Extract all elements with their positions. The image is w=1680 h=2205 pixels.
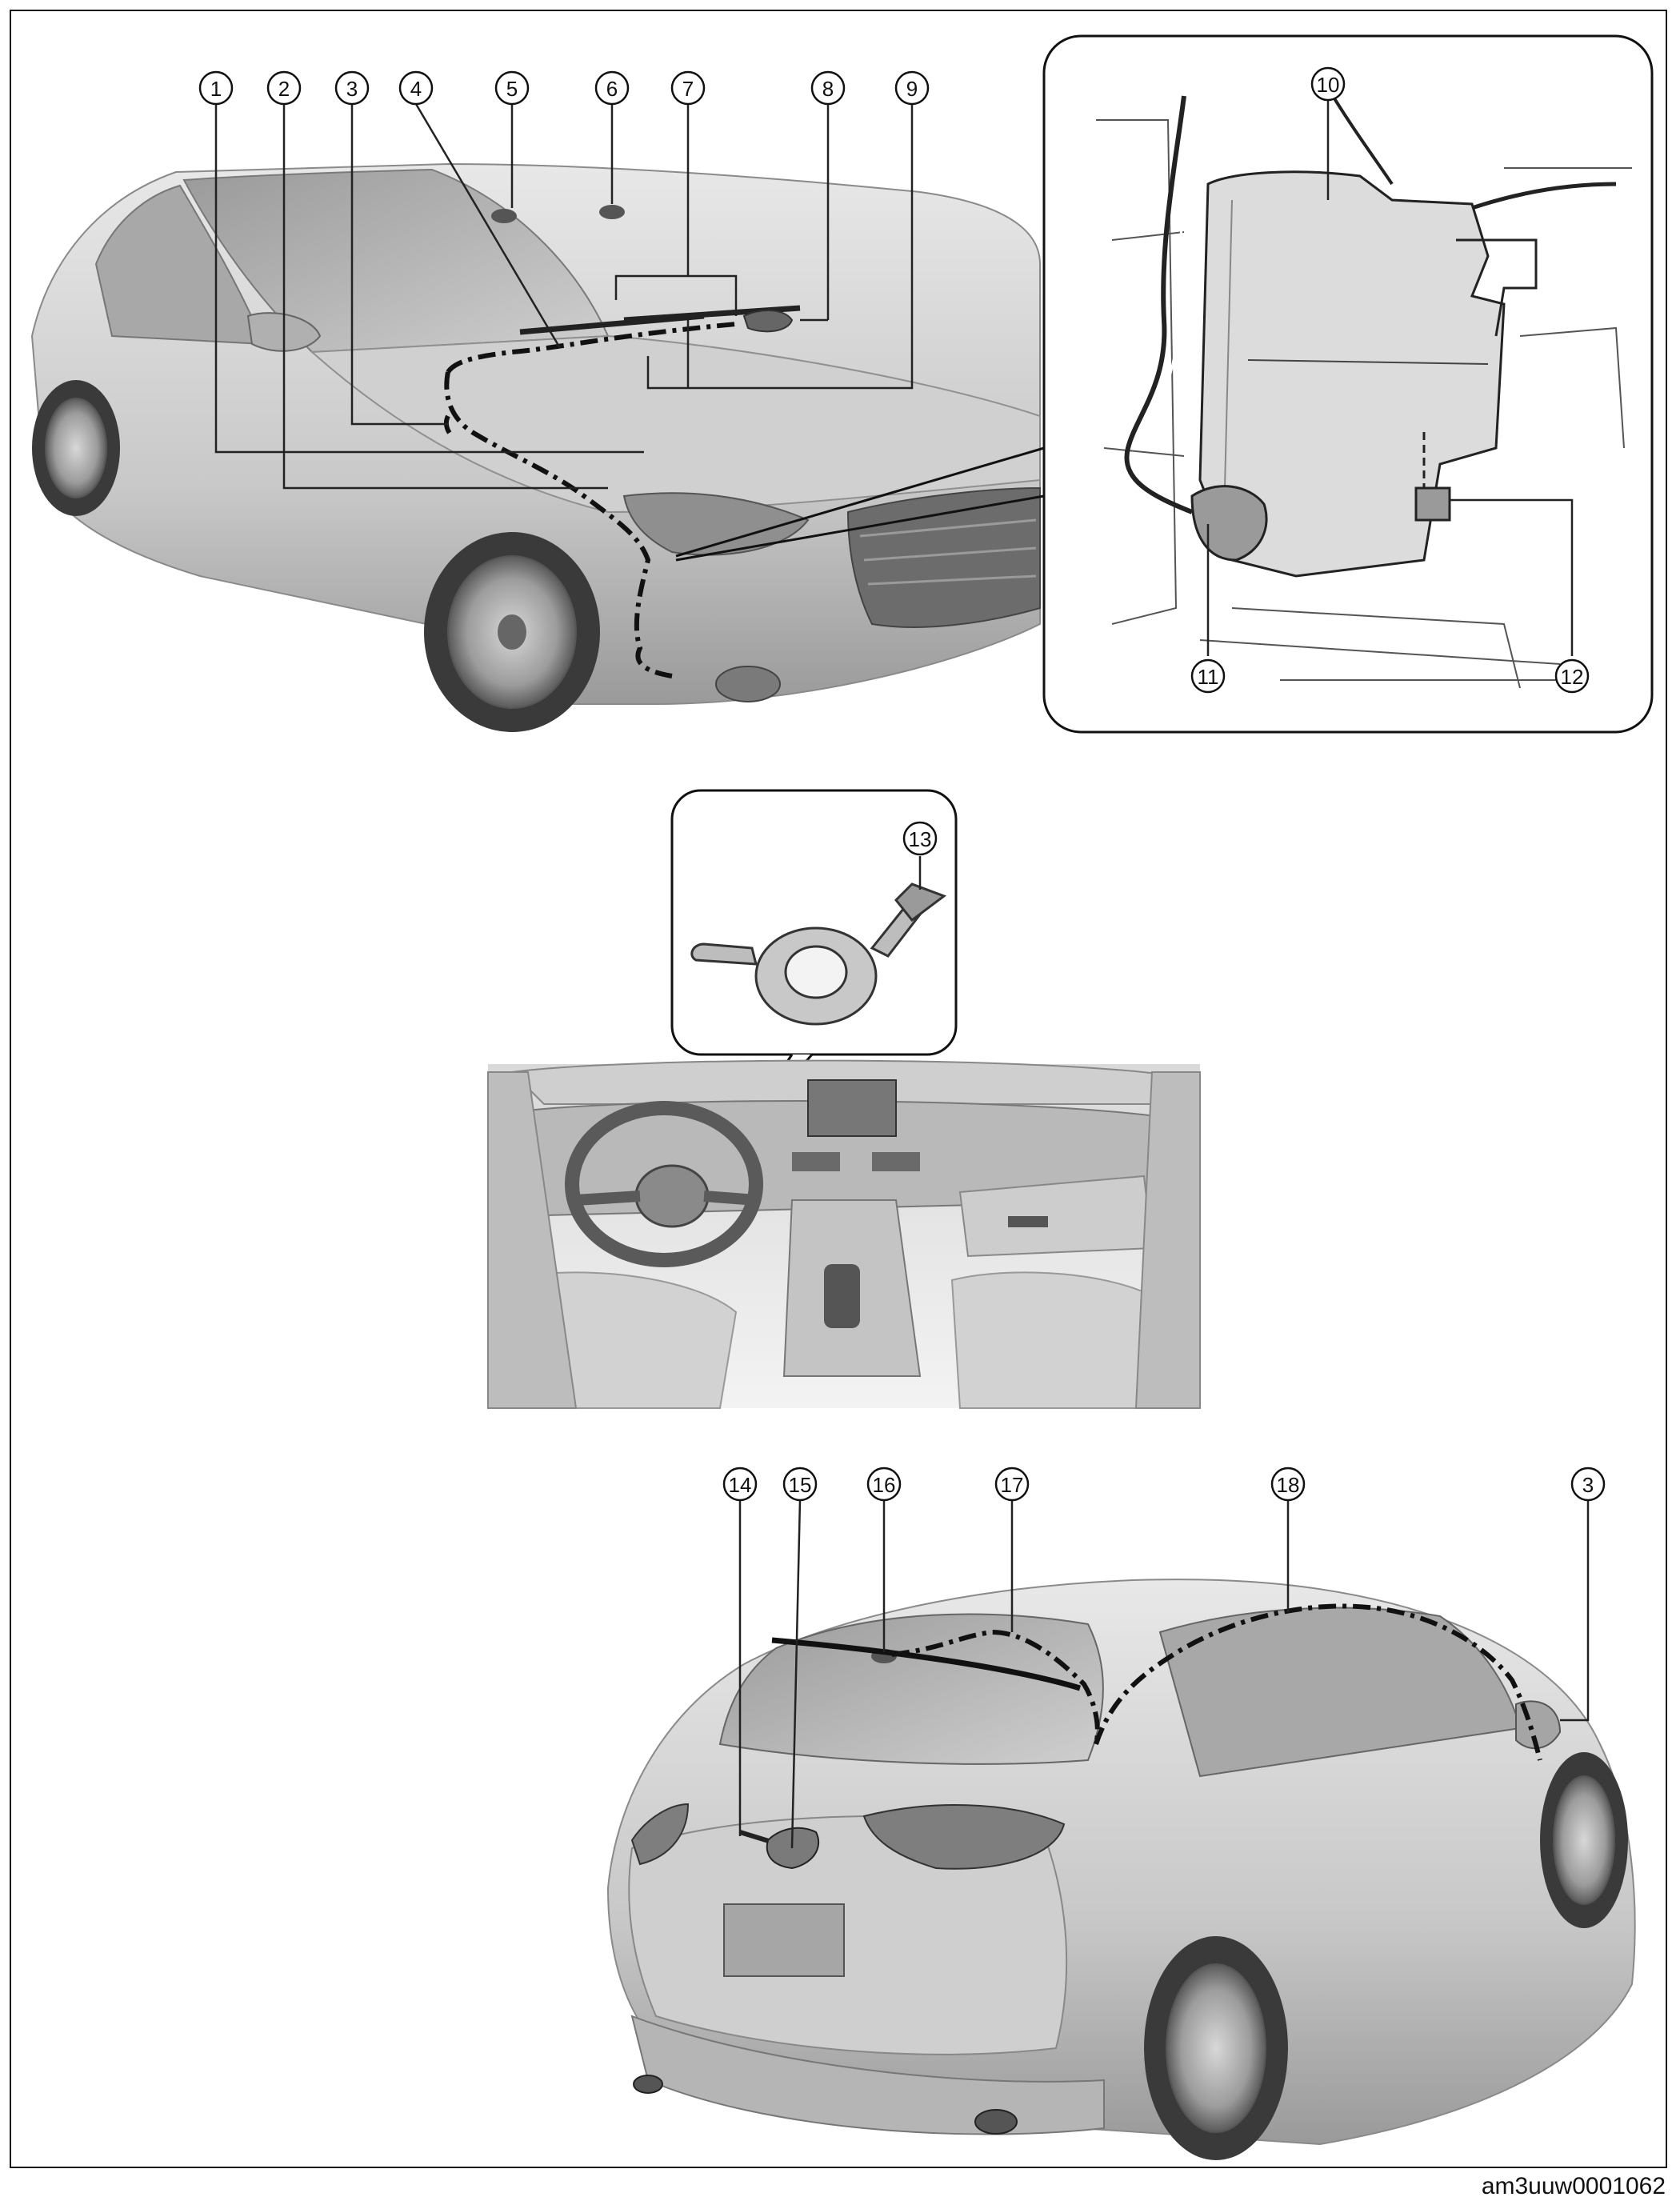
svg-text:8: 8: [822, 77, 834, 101]
callout-8: 8: [810, 70, 846, 106]
svg-text:2: 2: [278, 77, 290, 101]
svg-text:7: 7: [682, 77, 694, 101]
callout-15: 15: [782, 1467, 818, 1502]
dashboard-illustration: [487, 1059, 1201, 1409]
svg-text:9: 9: [906, 77, 918, 101]
callout-16: 16: [866, 1467, 902, 1502]
svg-text:18: 18: [1277, 1473, 1300, 1497]
svg-text:17: 17: [1001, 1473, 1024, 1497]
callout-5: 5: [494, 70, 530, 106]
callout-4: 4: [398, 70, 434, 106]
front-car-illustration: [30, 103, 1045, 732]
callout-18: 18: [1270, 1467, 1306, 1502]
callout-17: 17: [994, 1467, 1030, 1502]
callout-9: 9: [894, 70, 930, 106]
figure-id-label: am3uuw0001062: [1481, 2173, 1666, 2199]
rear-car-illustration: [606, 1499, 1636, 2160]
svg-text:4: 4: [410, 77, 422, 101]
callout-2: 2: [266, 70, 302, 106]
svg-text:11: 11: [1198, 665, 1219, 689]
callout-labels: 1 2 3 4 5 6 7 8 9 10 11 12 13 14 15 16 1…: [198, 66, 1606, 1502]
svg-text:3: 3: [1582, 1473, 1594, 1497]
svg-text:14: 14: [729, 1473, 752, 1497]
svg-text:13: 13: [909, 827, 932, 851]
combination-switch-inset: [670, 789, 958, 1157]
svg-text:16: 16: [873, 1473, 896, 1497]
svg-text:10: 10: [1317, 73, 1340, 97]
washer-tank-inset: [1042, 34, 1654, 734]
callout-3-rear: 3: [1570, 1467, 1606, 1502]
callout-3: 3: [334, 70, 370, 106]
svg-text:3: 3: [346, 77, 358, 101]
callout-13: 13: [902, 821, 938, 856]
callout-14: 14: [722, 1467, 758, 1502]
svg-text:1: 1: [210, 77, 222, 101]
callout-6: 6: [594, 70, 630, 106]
svg-text:12: 12: [1561, 665, 1584, 689]
svg-text:5: 5: [506, 77, 518, 101]
svg-text:6: 6: [606, 77, 618, 101]
callout-1: 1: [198, 70, 234, 106]
svg-text:15: 15: [789, 1473, 812, 1497]
callout-11: 11: [1190, 658, 1226, 694]
callout-12: 12: [1554, 658, 1590, 694]
callout-7: 7: [670, 70, 706, 106]
callout-10: 10: [1310, 66, 1346, 102]
